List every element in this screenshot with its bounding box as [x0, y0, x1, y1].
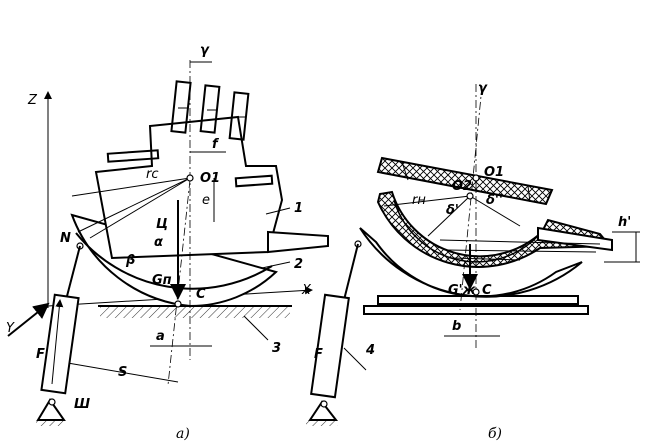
label-z: Z [27, 93, 38, 108]
hydraulic-cylinder-b [306, 243, 359, 426]
label-x: X [301, 283, 312, 298]
label-o2-b: O2 [452, 179, 472, 194]
label-f-small: f [212, 137, 220, 152]
leader-2 [261, 261, 291, 269]
liquid-surface-3 [451, 257, 521, 261]
leader-1 [265, 207, 291, 215]
label-delta2: δ'' [486, 193, 503, 208]
label-gn: Gп [152, 273, 172, 288]
label-a: a [156, 329, 165, 344]
rocker-cradle-b [359, 227, 583, 298]
label-num-4: 4 [365, 343, 375, 358]
label-num-3: 3 [272, 341, 281, 356]
label-f-b: F [314, 347, 323, 362]
label-n: N [60, 231, 71, 246]
point-o1-a [186, 174, 194, 182]
leader-4 [343, 347, 367, 371]
radius-rc-line [71, 177, 191, 197]
radius-line-2 [89, 177, 191, 239]
point-o2-b [466, 192, 474, 200]
label-center: Ц [156, 217, 168, 232]
spout-b [537, 226, 613, 252]
point-c-a [174, 300, 182, 308]
label-sh: Ш [74, 397, 90, 412]
figure-a: Z X Y F N rс O1 γ f e Ц α β Gп C a S Ш 1… [6, 43, 329, 442]
label-num-2: 2 [294, 257, 303, 272]
delta2-line [469, 195, 521, 227]
label-alpha: α [154, 235, 163, 250]
radius-rn-line [383, 195, 471, 207]
hydraulic-cylinder-a [36, 245, 81, 426]
label-c-b: C [482, 283, 492, 298]
point-c-b [472, 288, 480, 296]
caption-a: а) [176, 426, 190, 442]
label-b: b [452, 319, 461, 334]
radius-line-3 [77, 177, 191, 233]
label-gamma-a: γ [200, 43, 210, 58]
label-gzh: G'ж [448, 283, 477, 298]
label-h: h' [618, 215, 631, 230]
rocker-arc [75, 232, 273, 290]
label-rc: rс [146, 167, 159, 182]
electrodes [170, 80, 250, 141]
point-o1-b [472, 174, 480, 182]
label-s: S [118, 365, 127, 380]
label-f-a: F [36, 347, 45, 362]
label-c-a: C [196, 287, 206, 302]
label-o1-a: O1 [200, 171, 220, 186]
converter-lining-b [376, 190, 613, 268]
label-beta: β [125, 253, 135, 268]
label-gamma-b: γ [478, 81, 488, 96]
leader-3 [243, 315, 269, 341]
label-e: e [202, 193, 210, 208]
caption-b: б) [488, 426, 502, 442]
y-force-arrow [7, 302, 50, 337]
label-o1-b: O1 [484, 165, 504, 180]
label-delta1: δ' [446, 203, 459, 218]
delta1-line [427, 195, 471, 237]
label-y: Y [6, 321, 15, 336]
s-dim [61, 361, 179, 383]
floor-hatch [100, 306, 290, 318]
figure-b: γ O1 O2 rн δ' δ'' h' G'ж C b F 4 б) [306, 81, 640, 442]
label-rh: rн [412, 193, 426, 208]
converter-rim-b [376, 156, 554, 206]
label-num-1: 1 [294, 201, 303, 216]
